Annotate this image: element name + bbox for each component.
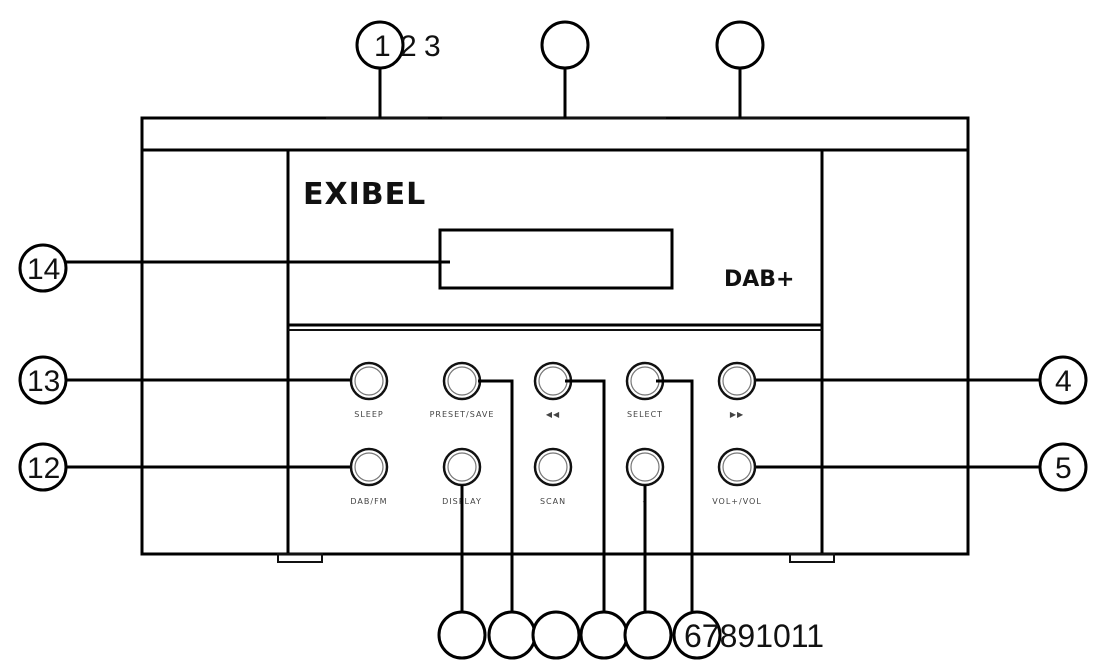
dab-logo: DAB+ [724,267,795,292]
scan-button [533,447,573,487]
callout-circle-9 [579,610,629,660]
callout-label-2: 2 [400,30,417,63]
foot-left [277,553,323,563]
callout-circle-14 [18,243,68,293]
brand-logo: EXIBEL [303,177,426,212]
preset-save-label: PRESET/SAVE [430,410,495,419]
callout-line-7 [478,379,514,612]
minus-button [625,447,665,487]
callout-line-11 [656,379,694,612]
lcd-display [438,228,674,290]
scan-label: SCAN [540,497,566,506]
callout-circle-11 [672,610,722,660]
callout-line-9 [565,379,606,612]
callout-label-3: 3 [424,30,441,63]
preset-save-button [442,361,482,401]
device-body [140,148,970,556]
callout-label-12: 12 [27,452,60,485]
select-button [625,361,665,401]
callout-circle-1 [355,20,405,70]
sleep-label: SLEEP [354,410,383,419]
vol-button [717,447,757,487]
rewind-icon: ◀◀ [546,410,560,419]
sleep-button [349,361,389,401]
device-top-bar [140,116,970,152]
callout-label-4: 4 [1055,365,1072,398]
callout-circle-2 [540,20,590,70]
callout-label-14: 14 [27,253,60,286]
vol-label: VOL+/VOL [712,497,762,506]
bottom-callout-labels: 67891011 [684,618,824,654]
callout-circle-7 [487,610,537,660]
forward-button [717,361,757,401]
callout-label-13: 13 [27,365,60,398]
dab-fm-button [349,447,389,487]
callout-circle-10 [623,610,673,660]
callout-label-1: 1 [374,30,391,63]
display-button [442,447,482,487]
callout-circle-6 [437,610,487,660]
foot-right [789,553,835,563]
forward-icon: ▶▶ [730,410,744,419]
callout-circle-3 [715,20,765,70]
callout-circle-8 [531,610,581,660]
select-label: SELECT [627,410,663,419]
callout-label-5: 5 [1055,452,1072,485]
dab-fm-label: DAB/FM [350,497,387,506]
